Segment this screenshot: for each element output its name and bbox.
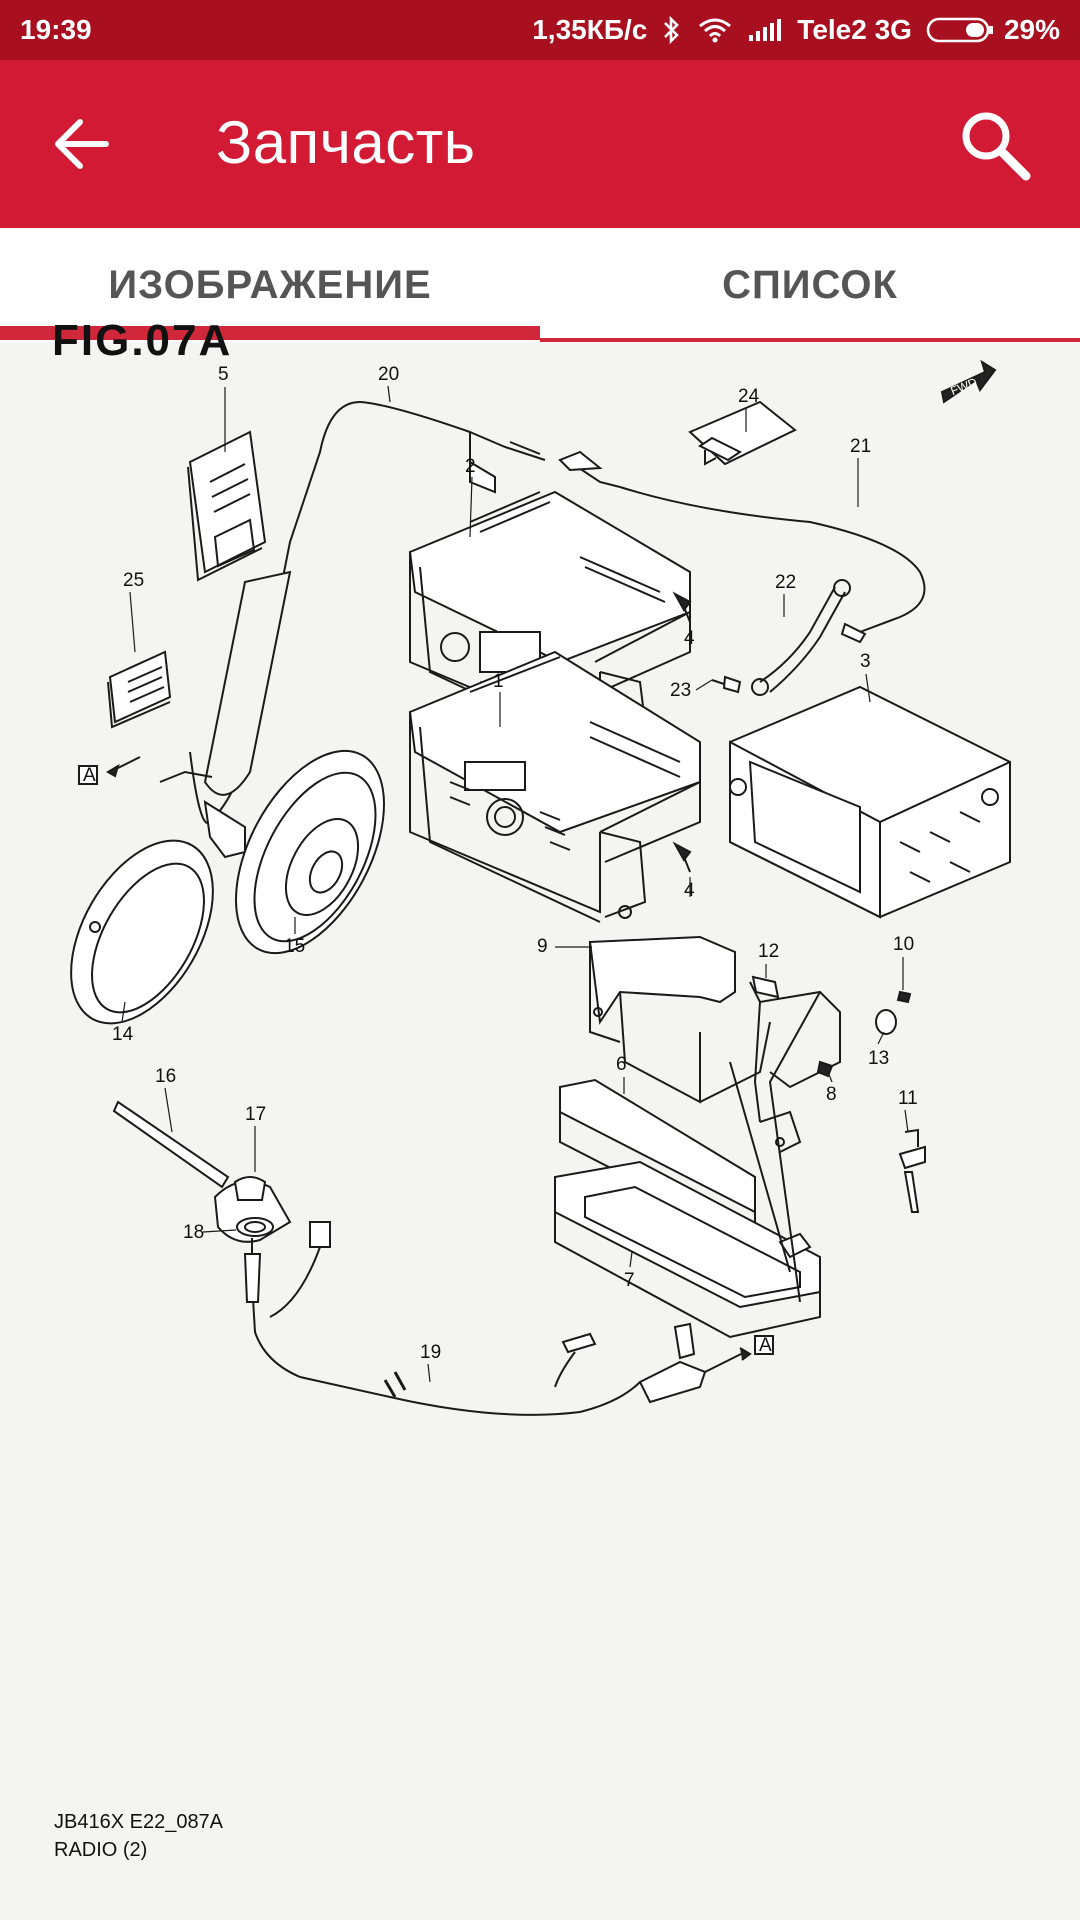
- callout-11[interactable]: 11: [898, 1088, 918, 1109]
- callout-1[interactable]: 1: [493, 671, 504, 692]
- callout-6[interactable]: 6: [616, 1054, 627, 1075]
- back-button[interactable]: [52, 116, 112, 172]
- callout-21[interactable]: 21: [850, 436, 871, 457]
- tab-image[interactable]: ИЗОБРАЖЕНИЕ: [108, 262, 432, 307]
- status-right: 1,35КБ/с Tele2 3G 29%: [532, 14, 1060, 46]
- app-bar: Запчасть: [0, 60, 1080, 228]
- callout-22[interactable]: 22: [775, 572, 796, 593]
- tab-indicator: [0, 326, 540, 340]
- callout-18[interactable]: 18: [183, 1222, 204, 1243]
- callout-numbers: 1 2 3 4 4 5 6 7 8 9 10 11 12 13 14 15 16…: [112, 364, 918, 1363]
- network-speed: 1,35КБ/с: [532, 14, 648, 45]
- callout-12[interactable]: 12: [758, 941, 779, 962]
- radio-unit-1: [408, 650, 701, 923]
- speaker-15: [235, 749, 385, 955]
- callout-16[interactable]: 16: [155, 1066, 176, 1087]
- fwd-label: FWD: [948, 375, 979, 398]
- status-time: 19:39: [20, 14, 92, 45]
- callout-24[interactable]: 24: [738, 386, 760, 407]
- tab-bar: ИЗОБРАЖЕНИЕ СПИСОК: [0, 228, 1080, 342]
- callout-19[interactable]: 19: [420, 1342, 441, 1363]
- ref-label-a: A: [759, 1335, 772, 1356]
- callout-15[interactable]: 15: [284, 936, 305, 957]
- battery-icon: [926, 17, 993, 43]
- diagram-code: JB416X E22_087A: [54, 1811, 224, 1833]
- search-icon: [962, 112, 1031, 181]
- callout-13[interactable]: 13: [868, 1048, 889, 1069]
- callout-10[interactable]: 10: [893, 934, 914, 955]
- callout-20[interactable]: 20: [378, 364, 399, 385]
- callout-8[interactable]: 8: [826, 1084, 837, 1105]
- carrier-name: Tele2 3G: [797, 14, 912, 45]
- fwd-arrow-icon: [940, 359, 997, 404]
- callout-7[interactable]: 7: [624, 1270, 635, 1291]
- tab-list[interactable]: СПИСОК: [722, 262, 898, 307]
- battery: 29%: [926, 14, 1060, 46]
- callout-2[interactable]: 2: [465, 456, 476, 477]
- speaker-grille-14: [70, 839, 214, 1025]
- battery-percent: 29%: [1003, 14, 1060, 45]
- callout-23[interactable]: 23: [670, 680, 691, 701]
- figure-title: FIG.07A: [52, 316, 233, 365]
- navigation-unit-3: [729, 685, 1011, 919]
- wifi-icon: [697, 16, 733, 44]
- diagram-name: RADIO (2): [54, 1839, 148, 1861]
- page-title: Запчасть: [216, 109, 476, 176]
- bluetooth-icon: [661, 15, 683, 45]
- parts-diagram: A A FWD 1 2 3 4 4 5 6 7 8 9 10 11 12 13 …: [70, 359, 1011, 1416]
- signal-icon: [747, 17, 783, 43]
- callout-17[interactable]: 17: [245, 1104, 266, 1125]
- callout-9[interactable]: 9: [537, 936, 548, 957]
- callout-3[interactable]: 3: [860, 651, 871, 672]
- callout-5[interactable]: 5: [218, 364, 229, 385]
- callout-25[interactable]: 25: [123, 570, 144, 591]
- tab-underline: [540, 338, 1080, 342]
- callout-14[interactable]: 14: [112, 1024, 134, 1045]
- ref-label-a: A: [83, 765, 96, 786]
- search-button[interactable]: [958, 108, 1032, 182]
- arrow-left-icon: [55, 119, 109, 169]
- status-bar: 19:39 1,35КБ/с Tele2 3G 29%: [0, 0, 1080, 60]
- diagram-viewer[interactable]: FIG.07A: [0, 316, 1080, 1920]
